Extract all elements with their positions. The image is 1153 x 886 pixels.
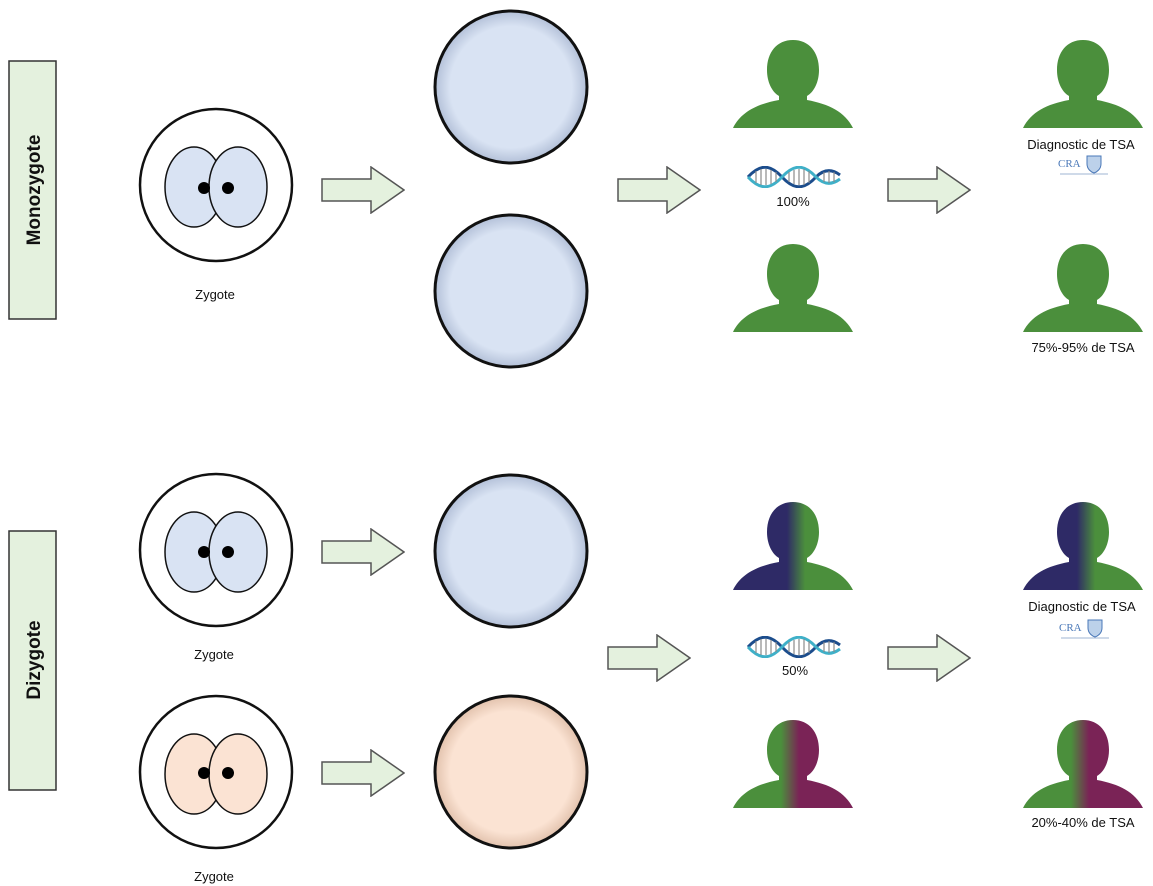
zygote-label: Zygote bbox=[194, 869, 234, 884]
arrow-icon bbox=[887, 634, 971, 682]
arrow-icon bbox=[321, 166, 405, 214]
section-label-monozygote: Monozygote bbox=[8, 60, 57, 320]
cell-blue bbox=[433, 473, 589, 629]
dna-icon bbox=[747, 636, 841, 658]
zygote-label: Zygote bbox=[194, 647, 234, 662]
dna-percentage: 100% bbox=[776, 194, 810, 209]
cra-logo-icon bbox=[1058, 619, 1110, 639]
diagnosis-label: Diagnostic de TSA bbox=[1028, 599, 1136, 614]
arrow-icon bbox=[607, 634, 691, 682]
section-label-text: Monozygote bbox=[24, 135, 45, 246]
person-icon bbox=[1023, 720, 1143, 808]
person-icon bbox=[1023, 502, 1143, 590]
dna-percentage: 50% bbox=[782, 663, 808, 678]
arrow-icon bbox=[887, 166, 971, 214]
cell-blue bbox=[433, 213, 589, 369]
zygote-mono bbox=[138, 107, 294, 263]
person-icon bbox=[733, 244, 853, 332]
person-icon bbox=[1023, 244, 1143, 332]
person-icon bbox=[1023, 40, 1143, 128]
cra-logo-icon bbox=[1057, 155, 1109, 175]
risk-label: 75%-95% de TSA bbox=[1031, 340, 1134, 355]
risk-label: 20%-40% de TSA bbox=[1031, 815, 1134, 830]
person-icon bbox=[733, 502, 853, 590]
arrow-icon bbox=[617, 166, 701, 214]
cell-blue bbox=[433, 9, 589, 165]
dna-icon bbox=[747, 166, 841, 188]
person-icon bbox=[733, 720, 853, 808]
section-label-text: Dizygote bbox=[24, 620, 45, 699]
section-label-dizygote: Dizygote bbox=[8, 530, 57, 791]
zygote-di-2 bbox=[138, 694, 294, 850]
person-icon bbox=[733, 40, 853, 128]
zygote-label: Zygote bbox=[195, 287, 235, 302]
zygote-di-1 bbox=[138, 472, 294, 628]
diagnosis-label: Diagnostic de TSA bbox=[1027, 137, 1135, 152]
arrow-icon bbox=[321, 528, 405, 576]
cell-peach bbox=[433, 694, 589, 850]
arrow-icon bbox=[321, 749, 405, 797]
